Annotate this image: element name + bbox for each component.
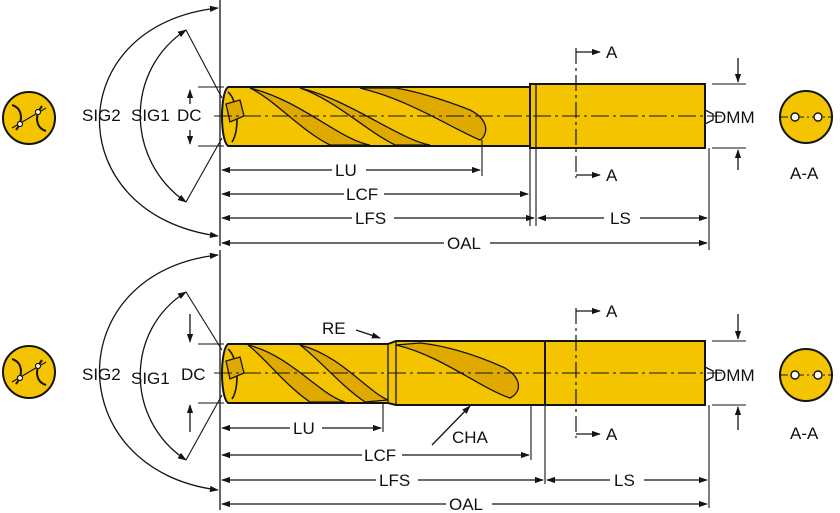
drill-1-dmm-label: DMM — [714, 108, 755, 127]
drill-1-sig1-label: SIG1 — [131, 106, 170, 125]
drill-1-sig1-arc — [139, 29, 187, 203]
drill-1-lcf-label: LCF — [346, 185, 378, 204]
drill-1-ls-label: LS — [610, 209, 631, 228]
drill-1-sig2-label: SIG2 — [82, 106, 121, 125]
drill-2-lfs-label: LFS — [379, 471, 410, 490]
drill-2-sig2-arc — [99, 252, 219, 493]
drill-2-sig2-label: SIG2 — [82, 365, 121, 384]
drill-2-dmm-label: DMM — [714, 366, 755, 385]
drill-1-oal-label: OAL — [447, 234, 481, 253]
drill-2-lcf-label: LCF — [364, 446, 396, 465]
drill-2-sig1-label: SIG1 — [131, 369, 170, 388]
drill-2-oal-label: OAL — [449, 495, 483, 513]
drill-2: SIG2 SIG1 DC RE CHA LU LCF LFS LS OAL DM… — [2, 250, 833, 513]
drill-1-section-mark-top: A — [606, 43, 618, 62]
drill-2-section-mark-bottom: A — [606, 425, 618, 444]
drill-1-dc-label: DC — [177, 106, 202, 125]
drill-1-section-view — [779, 90, 833, 144]
drill-2-dc-label: DC — [181, 365, 206, 384]
drill-2-section-view-label: A-A — [790, 424, 819, 443]
drill-1-shank — [529, 83, 706, 149]
drill-1-lu-label: LU — [335, 161, 357, 180]
drill-1-lfs-label: LFS — [355, 209, 386, 228]
drill-2-tip-end-view — [2, 345, 56, 399]
drill-2-cha-pointer — [431, 405, 471, 446]
drill-2-section-view — [779, 348, 833, 402]
drill-2-cha-label: CHA — [452, 428, 489, 447]
drill-1-section-mark-bottom: A — [606, 166, 618, 185]
drill-1: SIG2 SIG1 DC LU LCF LFS LS OAL DMM A A A… — [2, 0, 833, 253]
drill-2-re-label: RE — [322, 319, 346, 338]
drill-1-sig2-arc — [99, 5, 219, 239]
drill-1-tip-end-view — [2, 91, 56, 145]
drill-2-section-mark-top: A — [606, 302, 618, 321]
drill-2-lu-label: LU — [293, 419, 315, 438]
drill-2-re-pointer — [355, 329, 381, 339]
drill-1-section-view-label: A-A — [790, 164, 819, 183]
drill-2-sig1-arc — [139, 291, 187, 461]
drill-2-ls-label: LS — [614, 471, 635, 490]
